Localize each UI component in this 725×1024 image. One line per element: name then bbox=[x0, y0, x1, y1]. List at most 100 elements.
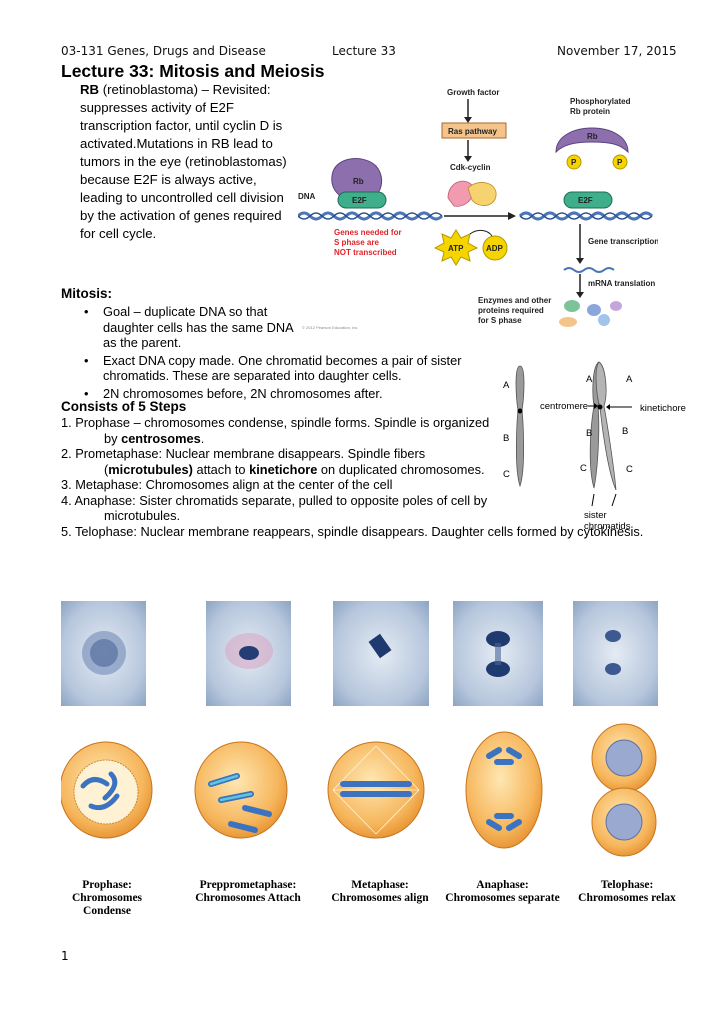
chromatin-prophase bbox=[90, 639, 118, 667]
rb-paragraph: RB (retinoblastoma) – Revisited: suppres… bbox=[80, 81, 298, 243]
steps-list: 1. Prophase – chromosomes condense, spin… bbox=[61, 415, 643, 539]
label-b-1: B bbox=[503, 433, 509, 444]
caption-metaphase: Metaphase: Chromosomes align bbox=[320, 879, 440, 905]
arrowhead bbox=[576, 258, 584, 264]
e2f-left bbox=[337, 191, 387, 209]
label-b-2: B bbox=[586, 428, 592, 439]
atp-label: ATP bbox=[448, 244, 464, 253]
phospho-rb-text: Rb bbox=[587, 132, 598, 141]
adp-circle bbox=[482, 235, 508, 261]
mrna-translation-label: mRNA translation bbox=[588, 279, 655, 288]
chromosomes-metaphase bbox=[368, 633, 392, 659]
caption-prophase: Prophase: Chromosomes Condense bbox=[47, 879, 167, 918]
mitosis-micrographs bbox=[61, 601, 658, 706]
course-title: 03-131 Genes, Drugs and Disease bbox=[61, 44, 266, 58]
sister-pointer-1 bbox=[591, 493, 595, 507]
lecture-number: Lecture 33 bbox=[332, 44, 396, 58]
dna-right-strand bbox=[519, 212, 653, 220]
chromosomes-prometaphase bbox=[239, 646, 259, 660]
centromere-label: centromere bbox=[540, 401, 588, 412]
caption-prophase-desc: Chromosomes Condense bbox=[71, 892, 143, 917]
ras-pathway-label: Ras pathway bbox=[448, 127, 497, 136]
label-c-3: C bbox=[626, 464, 633, 475]
protein-1 bbox=[564, 300, 580, 312]
e2f-left-label: E2F bbox=[352, 196, 367, 205]
steps-heading: Consists of 5 Steps bbox=[61, 399, 187, 414]
chromosomes-anaphase-top bbox=[486, 631, 510, 647]
enzymes-label-2: proteins required bbox=[478, 306, 544, 315]
caption-metaphase-name: Metaphase: bbox=[351, 879, 409, 891]
chromosomes-metaphase bbox=[340, 781, 412, 797]
caption-telophase-name: Telophase: bbox=[600, 879, 654, 891]
dna-right bbox=[518, 211, 654, 221]
phospho-rb-protein bbox=[555, 127, 629, 154]
protein-3 bbox=[610, 301, 622, 311]
label-c-2: C bbox=[580, 463, 587, 474]
e2f-right bbox=[563, 191, 613, 209]
step-2-mid: attach to bbox=[192, 461, 250, 477]
genes-needed-1: Genes needed for bbox=[334, 228, 402, 237]
single-chromatid bbox=[515, 365, 525, 488]
caption-prometaphase-name: Prepprometaphase: bbox=[199, 879, 297, 891]
enzymes-label-1: Enzymes and other bbox=[478, 296, 551, 305]
atp-burst bbox=[433, 229, 479, 266]
step-2-bold: microtubules) bbox=[108, 461, 193, 477]
mrna bbox=[563, 267, 615, 273]
arrowhead bbox=[464, 117, 472, 123]
sister-label-1: sister bbox=[584, 510, 607, 521]
rb-term: RB bbox=[80, 82, 100, 97]
step-3: 3. Metaphase: Chromosomes align at the c… bbox=[61, 477, 393, 492]
caption-prometaphase-desc: Chromosomes Attach bbox=[195, 892, 301, 904]
protein-5 bbox=[598, 314, 610, 326]
arrow bbox=[469, 229, 493, 237]
mitosis-illustrations bbox=[61, 723, 657, 857]
arrowhead bbox=[508, 212, 516, 220]
arrowhead bbox=[576, 292, 584, 298]
dna-left-strand bbox=[298, 212, 443, 220]
spindle-metaphase bbox=[332, 745, 420, 835]
enzymes-label-3: for S phase bbox=[478, 316, 522, 325]
arrowhead bbox=[464, 156, 472, 162]
e2f-right-label: E2F bbox=[578, 196, 593, 205]
ras-pathway-box bbox=[441, 122, 507, 139]
mitosis-bullet-list: Goal – duplicate DNA so that daughter ce… bbox=[73, 304, 493, 403]
centromere-dot-2 bbox=[597, 404, 603, 410]
mitosis-bullet-1: Goal – duplicate DNA so that daughter ce… bbox=[73, 304, 303, 351]
dna-label: DNA bbox=[298, 192, 316, 201]
phosphate-2-label: P bbox=[617, 158, 623, 167]
page-number: 1 bbox=[61, 949, 69, 963]
phospho-rb-label-2: Rb protein bbox=[570, 107, 610, 116]
chromosomes-anaphase-bottom bbox=[486, 813, 522, 831]
chromosome-highlight bbox=[209, 774, 253, 802]
gene-transcription-label: Gene transcription bbox=[588, 237, 658, 246]
adp-label: ADP bbox=[486, 244, 504, 253]
label-a-3: A bbox=[626, 374, 633, 385]
cyclin-shape bbox=[467, 182, 497, 206]
chromosomes-telophase-bottom bbox=[605, 663, 621, 675]
phospho-rb-label-1: Phosphorylated bbox=[570, 97, 631, 106]
step-1-bold: centrosomes bbox=[121, 430, 201, 446]
label-a-2: A bbox=[586, 374, 593, 385]
sister-pointer-2 bbox=[611, 493, 617, 507]
phosphate-1 bbox=[566, 154, 582, 170]
cell-anaphase bbox=[465, 731, 543, 849]
step-2-bold-2: kinetichore bbox=[249, 461, 318, 477]
step-1-end: . bbox=[200, 430, 205, 446]
protein-4 bbox=[559, 317, 577, 327]
caption-anaphase-desc: Chromosomes separate bbox=[445, 892, 560, 904]
protein-2 bbox=[587, 304, 601, 316]
label-a-1: A bbox=[503, 380, 510, 391]
step-2: 2. Prometaphase: Nuclear membrane disapp… bbox=[61, 446, 504, 477]
arrowhead bbox=[606, 404, 610, 410]
caption-prophase-name: Prophase: bbox=[82, 879, 132, 891]
centromere-dot-1 bbox=[517, 408, 523, 414]
micrograph-telophase bbox=[573, 601, 658, 706]
genes-needed-3: NOT transcribed bbox=[334, 248, 397, 257]
mitosis-heading: Mitosis: bbox=[61, 286, 113, 301]
label-b-3: B bbox=[622, 426, 628, 437]
chromosome-diagram: A B C A A B B C C centromere kinetichore… bbox=[503, 361, 686, 532]
chromosomes-anaphase-bottom bbox=[486, 661, 510, 677]
step-2-end: on duplicated chromosomes. bbox=[317, 461, 485, 477]
sister-label-2: chromatids bbox=[584, 521, 631, 532]
kinetichore-label: kinetichore bbox=[640, 403, 686, 414]
